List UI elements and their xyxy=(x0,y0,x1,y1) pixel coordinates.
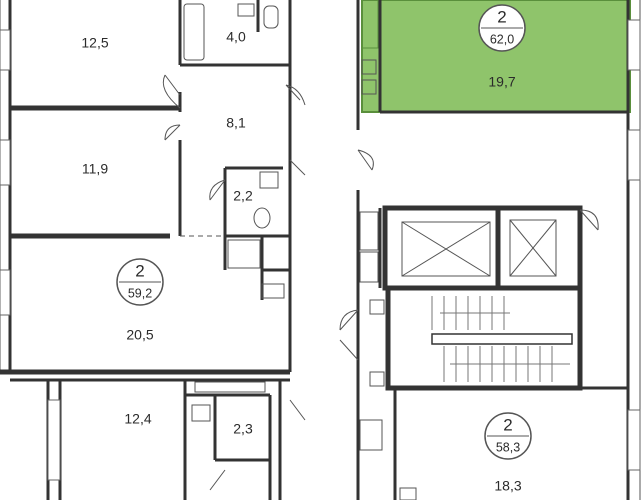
room-area-label: 19,7 xyxy=(488,74,515,90)
fixtures xyxy=(183,0,573,500)
room-area-label: 2,2 xyxy=(233,188,253,204)
washer-icon xyxy=(227,239,261,269)
stairs-icon xyxy=(431,296,573,382)
room-area-label: 18,3 xyxy=(494,478,521,494)
elevator-icon xyxy=(401,221,491,277)
washer-icon xyxy=(359,251,379,283)
apartment-total-area: 62,0 xyxy=(490,32,514,46)
sink-icon xyxy=(261,283,285,299)
sink-icon xyxy=(191,404,211,422)
bathtub-icon xyxy=(361,0,379,49)
sink-icon xyxy=(369,299,385,315)
sink-icon xyxy=(361,59,377,75)
room-area-label: 12,4 xyxy=(124,411,151,427)
apartment-badge[interactable]: 2 58,3 xyxy=(484,412,532,460)
windows xyxy=(0,19,641,481)
apartment-badge[interactable]: 2 59,2 xyxy=(116,258,164,306)
doors xyxy=(162,74,599,491)
sink-icon xyxy=(237,3,255,17)
room-area-label: 4,0 xyxy=(226,29,246,45)
room-area-label: 12,5 xyxy=(81,35,108,51)
washer-icon xyxy=(359,419,383,451)
room-area-label: 11,9 xyxy=(82,161,108,177)
apartment-badge[interactable]: 2 62,0 xyxy=(478,4,526,52)
apartment-rooms-count: 2 xyxy=(497,7,506,26)
washer-icon xyxy=(359,211,379,251)
room-area-label: 8,1 xyxy=(226,115,246,131)
apartment-total-area: 59,2 xyxy=(128,286,152,300)
sink-icon xyxy=(361,79,377,95)
apartment-total-area: 58,3 xyxy=(496,440,520,454)
apartment-rooms-count: 2 xyxy=(135,261,144,280)
room-area-label: 20,5 xyxy=(126,327,153,343)
sink-icon xyxy=(259,171,279,189)
toilet-icon xyxy=(253,207,271,229)
sink-icon xyxy=(369,371,385,387)
apartment-rooms-count: 2 xyxy=(503,415,512,434)
room-area-label: 2,3 xyxy=(233,421,253,437)
sink-icon xyxy=(399,487,417,500)
washer-icon xyxy=(194,381,266,393)
toilet-icon xyxy=(263,5,279,29)
elevator-icon xyxy=(509,219,557,277)
bathtub-icon xyxy=(183,3,205,61)
